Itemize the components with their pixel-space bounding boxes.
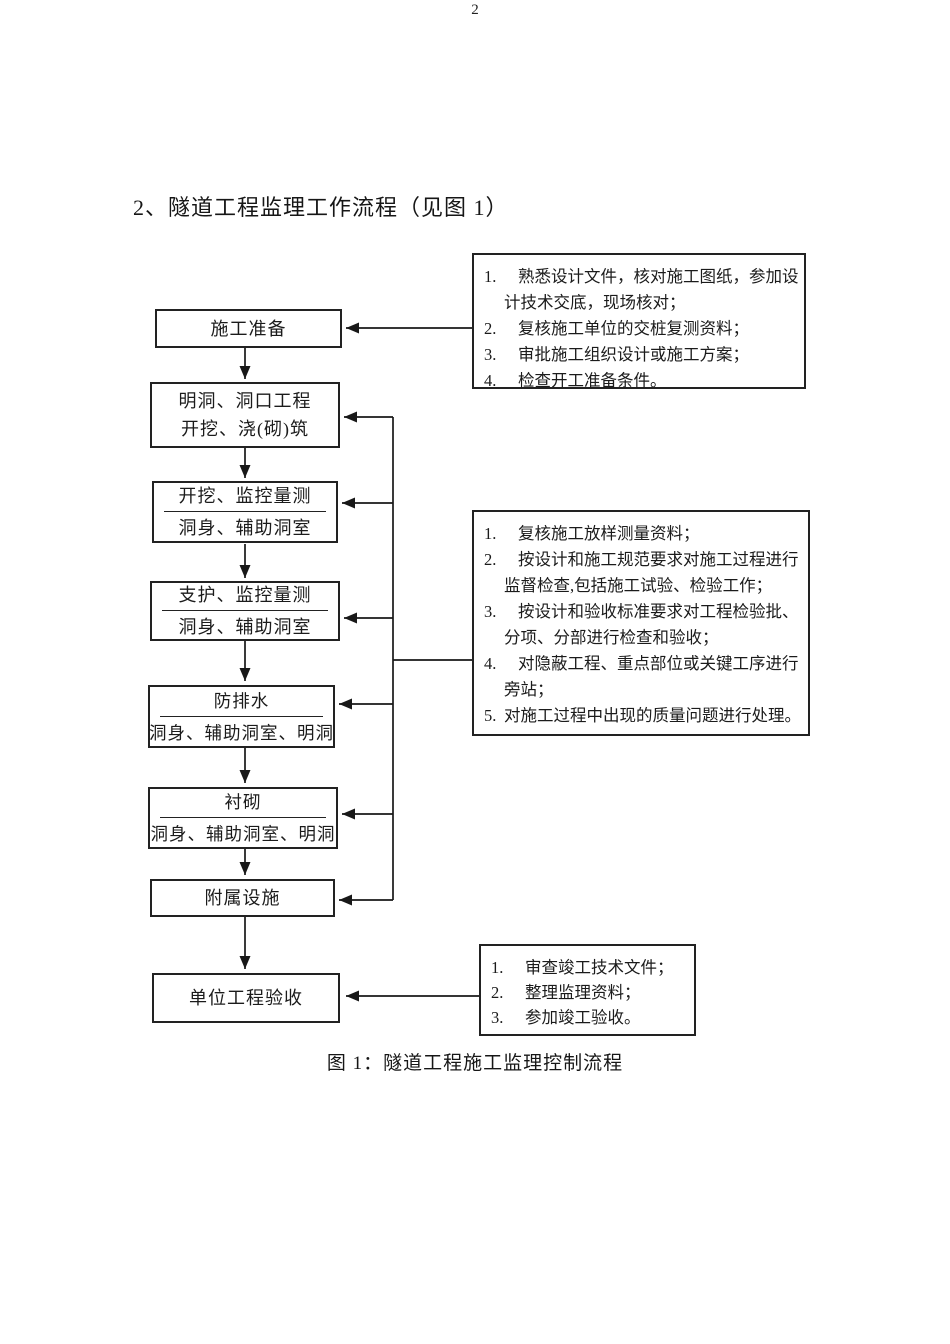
flow-step-label: 施工准备 (210, 318, 287, 339)
figure-caption: 图 1：隧道工程施工监理控制流程 (326, 1053, 624, 1074)
flow-step-sublabel: 洞身、辅助洞室 (178, 617, 312, 637)
flow-step-label: 开挖、监控量测 (164, 482, 326, 512)
flow-step-label: 防排水 (160, 687, 323, 717)
flow-step-ancillary-facilities: 附属设施 (150, 879, 335, 917)
list-item-text: 复核施工放样测量资料； (518, 524, 700, 543)
list-item-text: 检查开工准备条件。 (518, 371, 667, 390)
flow-step-label: 支护、监控量测 (162, 581, 328, 611)
list-item-text: 对隐蔽工程、重点部位或关键工序进行旁站； (504, 654, 799, 699)
list-item: 2. 整理监理资料； (491, 980, 690, 1005)
flow-step-label: 单位工程验收 (189, 988, 303, 1008)
list-item: 3. 参加竣工验收。 (491, 1005, 690, 1030)
list-item-number: 2. (484, 319, 497, 338)
list-item-text: 熟悉设计文件，核对施工图纸，参加设计技术交底，现场核对； (504, 267, 799, 312)
flow-step-construction-prep: 施工准备 (155, 309, 342, 348)
flow-step-label: 附属设施 (204, 888, 281, 908)
list-item: 3. 按设计和验收标准要求对工程检验批、分项、分部进行检查和验收； (484, 599, 804, 651)
note-completion-tasks: 1. 审查竣工技术文件； 2. 整理监理资料； 3. 参加竣工验收。 (479, 944, 696, 1036)
list-item-text: 审查竣工技术文件； (525, 958, 674, 977)
page-number: 2 (471, 2, 479, 18)
flow-step-sublabel: 洞身、辅助洞室 (178, 518, 312, 538)
flow-step-sublabel: 洞身、辅助洞室、明洞 (149, 722, 334, 743)
flow-step-unit-acceptance: 单位工程验收 (152, 973, 340, 1023)
note-preparation-tasks: 1. 熟悉设计文件，核对施工图纸，参加设计技术交底，现场核对； 2. 复核施工单位的… (472, 253, 806, 390)
flow-step-excavation-monitoring: 开挖、监控量测 洞身、辅助洞室 (152, 481, 338, 543)
flow-step-lining: 衬砌 洞身、辅助洞室、明洞 (148, 787, 338, 849)
list-item: 1. 审查竣工技术文件； (491, 955, 690, 980)
list-item-number: 5. (484, 706, 497, 725)
list-item: 1. 复核施工放样测量资料； (484, 521, 804, 547)
flow-step-sublabel: 开挖、浇(砌)筑 (181, 419, 309, 439)
flow-step-waterproof-drainage: 防排水 洞身、辅助洞室、明洞 (148, 685, 335, 748)
list-item-text: 按设计和验收标准要求对工程检验批、分项、分部进行检查和验收； (504, 602, 799, 647)
doc-title: 2、隧道工程监理工作流程（见图 1） (133, 195, 509, 220)
list-item: 3. 审批施工组织设计或施工方案； (484, 342, 800, 368)
list-item-number: 3. (484, 602, 497, 621)
flow-step-label: 明洞、洞口工程 (178, 391, 312, 411)
list-item-text: 整理监理资料； (525, 983, 641, 1002)
list-item-text: 参加竣工验收。 (525, 1008, 641, 1027)
list-item: 4. 检查开工准备条件。 (484, 368, 800, 394)
flow-step-sublabel: 洞身、辅助洞室、明洞 (150, 824, 336, 844)
list-item: 2. 复核施工单位的交桩复测资料； (484, 316, 800, 342)
note-construction-tasks: 1. 复核施工放样测量资料； 2. 按设计和施工规范要求对施工过程进行监督检查,包括… (472, 510, 810, 736)
list-item-number: 2. (484, 550, 497, 569)
list-item-number: 1. (484, 267, 497, 286)
list-item-text: 复核施工单位的交桩复测资料； (518, 319, 749, 338)
flow-step-portal-works: 明洞、洞口工程 开挖、浇(砌)筑 (150, 382, 340, 448)
flow-step-support-monitoring: 支护、监控量测 洞身、辅助洞室 (150, 581, 340, 641)
list-item: 1. 熟悉设计文件，核对施工图纸，参加设计技术交底，现场核对； (484, 264, 800, 316)
list-item-number: 4. (484, 654, 497, 673)
list-item-number: 2. (491, 983, 504, 1002)
list-item-text: 按设计和施工规范要求对施工过程进行监督检查,包括施工试验、检验工作； (504, 550, 799, 595)
list-item: 5. 对施工过程中出现的质量问题进行处理。 (484, 703, 804, 729)
list-item: 4. 对隐蔽工程、重点部位或关键工序进行旁站； (484, 651, 804, 703)
list-item-number: 1. (484, 524, 497, 543)
list-item-number: 1. (491, 958, 504, 977)
list-item-number: 3. (491, 1008, 504, 1027)
flow-step-label: 衬砌 (160, 788, 326, 818)
list-item-number: 4. (484, 371, 497, 390)
list-item: 2. 按设计和施工规范要求对施工过程进行监督检查,包括施工试验、检验工作； (484, 547, 804, 599)
list-item-text: 对施工过程中出现的质量问题进行处理。 (504, 706, 801, 725)
list-item-text: 审批施工组织设计或施工方案； (518, 345, 749, 364)
list-item-number: 3. (484, 345, 497, 364)
